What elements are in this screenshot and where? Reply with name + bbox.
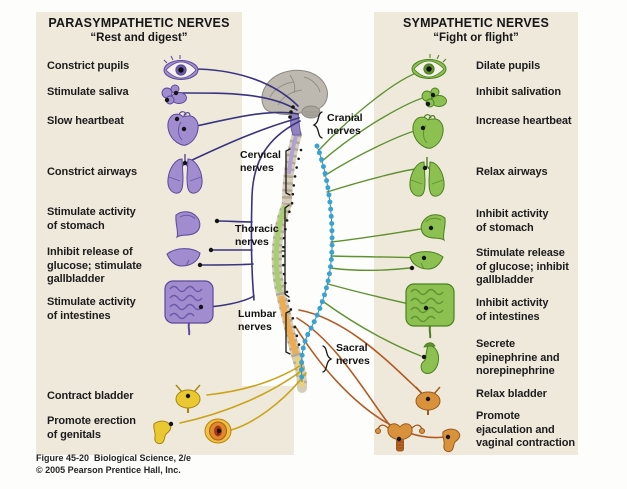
parasympathetic-panel — [36, 12, 242, 455]
label-lumbar-nerves: Lumbar nerves — [238, 308, 277, 333]
label-dilate-pupils: Dilate pupils — [476, 60, 541, 72]
parasympathetic-nerve-lines — [177, 68, 301, 308]
right-heart-organ — [412, 114, 444, 149]
thoracic-band — [273, 205, 288, 293]
label-stimulate-stomach: Stimulate activity of stomach — [47, 206, 136, 232]
label-constrict-airways: Constrict airways — [47, 166, 138, 178]
sympathetic-subtitle: “Fight or flight” — [433, 32, 519, 44]
label-increase-heartbeat: Increase heartbeat — [476, 115, 572, 127]
sacral-brace — [322, 345, 333, 373]
right-lungs-organ — [409, 157, 445, 197]
left-genitals-penis-organ — [153, 421, 171, 444]
sacral-parasympathetic-nerve-lines — [179, 363, 307, 431]
label-constrict-pupils: Constrict pupils — [47, 60, 130, 72]
right-genitals-penis-organ — [442, 429, 460, 452]
label-relax-airways: Relax airways — [476, 166, 548, 178]
label-stimulate-saliva: Stimulate saliva — [47, 86, 129, 98]
label-contract-bladder: Contract bladder — [47, 390, 134, 402]
label-inhibit-intestines: Inhibit activity of intestines — [476, 297, 549, 323]
right-salivary-glands-organ — [422, 88, 447, 107]
right-stomach-organ — [421, 214, 446, 240]
label-inhibit-stomach: Inhibit activity of stomach — [476, 208, 549, 234]
spinal-cord — [271, 129, 307, 393]
left-bladder-organ — [176, 385, 200, 413]
left-lungs-organ — [167, 154, 203, 194]
figure-caption-line2: © 2005 Pearson Prentice Hall, Inc. — [36, 465, 181, 475]
sympathetic-ganglion-chain — [299, 143, 335, 385]
label-slow-heartbeat: Slow heartbeat — [47, 115, 124, 127]
lumbar-bracket — [285, 310, 291, 355]
label-cranial-nerves: Cranial nerves — [327, 112, 363, 137]
label-stimulate-glucose: Stimulate release of glucose; inhibit ga… — [476, 247, 569, 286]
right-eye-organ — [412, 54, 446, 79]
parasympathetic-title: PARASYMPATHETIC NERVES — [48, 16, 230, 30]
label-cervical-nerves: Cervical nerves — [240, 149, 281, 174]
label-sacral-nerves: Sacral nerves — [336, 342, 370, 367]
lumbar-band — [278, 295, 299, 355]
left-intestines-organ — [165, 281, 213, 335]
left-eye-organ — [164, 55, 198, 80]
thoracic-bracket — [281, 204, 290, 298]
parasympathetic-panel-extension — [242, 386, 294, 455]
brain — [261, 69, 328, 136]
cervical-bracket — [285, 148, 291, 196]
label-inhibit-glucose: Inhibit release of glucose; stimulate ga… — [47, 246, 142, 285]
cervical-band — [287, 135, 298, 175]
right-liver-organ — [410, 251, 443, 269]
left-liver-organ — [167, 248, 200, 266]
label-promote-erection: Promote erection of genitals — [47, 415, 136, 441]
label-inhibit-salivation: Inhibit salivation — [476, 86, 561, 98]
lumbar-sympathetic-nerve-lines — [294, 309, 446, 439]
label-promote-ejaculation: Promote ejaculation and vaginal contract… — [476, 410, 575, 449]
cranial-brace — [312, 111, 323, 139]
figure-caption-line1: Figure 45-20 Biological Science, 2/e — [36, 453, 192, 463]
label-relax-bladder: Relax bladder — [476, 388, 547, 400]
sympathetic-title: SYMPATHETIC NERVES — [403, 16, 549, 30]
label-stimulate-intestines: Stimulate activity of intestines — [47, 296, 136, 322]
left-stomach-organ — [175, 211, 200, 237]
nerve-endpoint-dots — [164, 90, 451, 442]
parasympathetic-subtitle: “Rest and digest” — [90, 32, 188, 44]
label-secrete-epinephrine: Secrete epinephrine and norepinephrine — [476, 338, 560, 377]
right-intestines-organ — [406, 284, 454, 338]
label-thoracic-nerves: Thoracic nerves — [235, 223, 279, 248]
label-brackets — [281, 111, 333, 373]
